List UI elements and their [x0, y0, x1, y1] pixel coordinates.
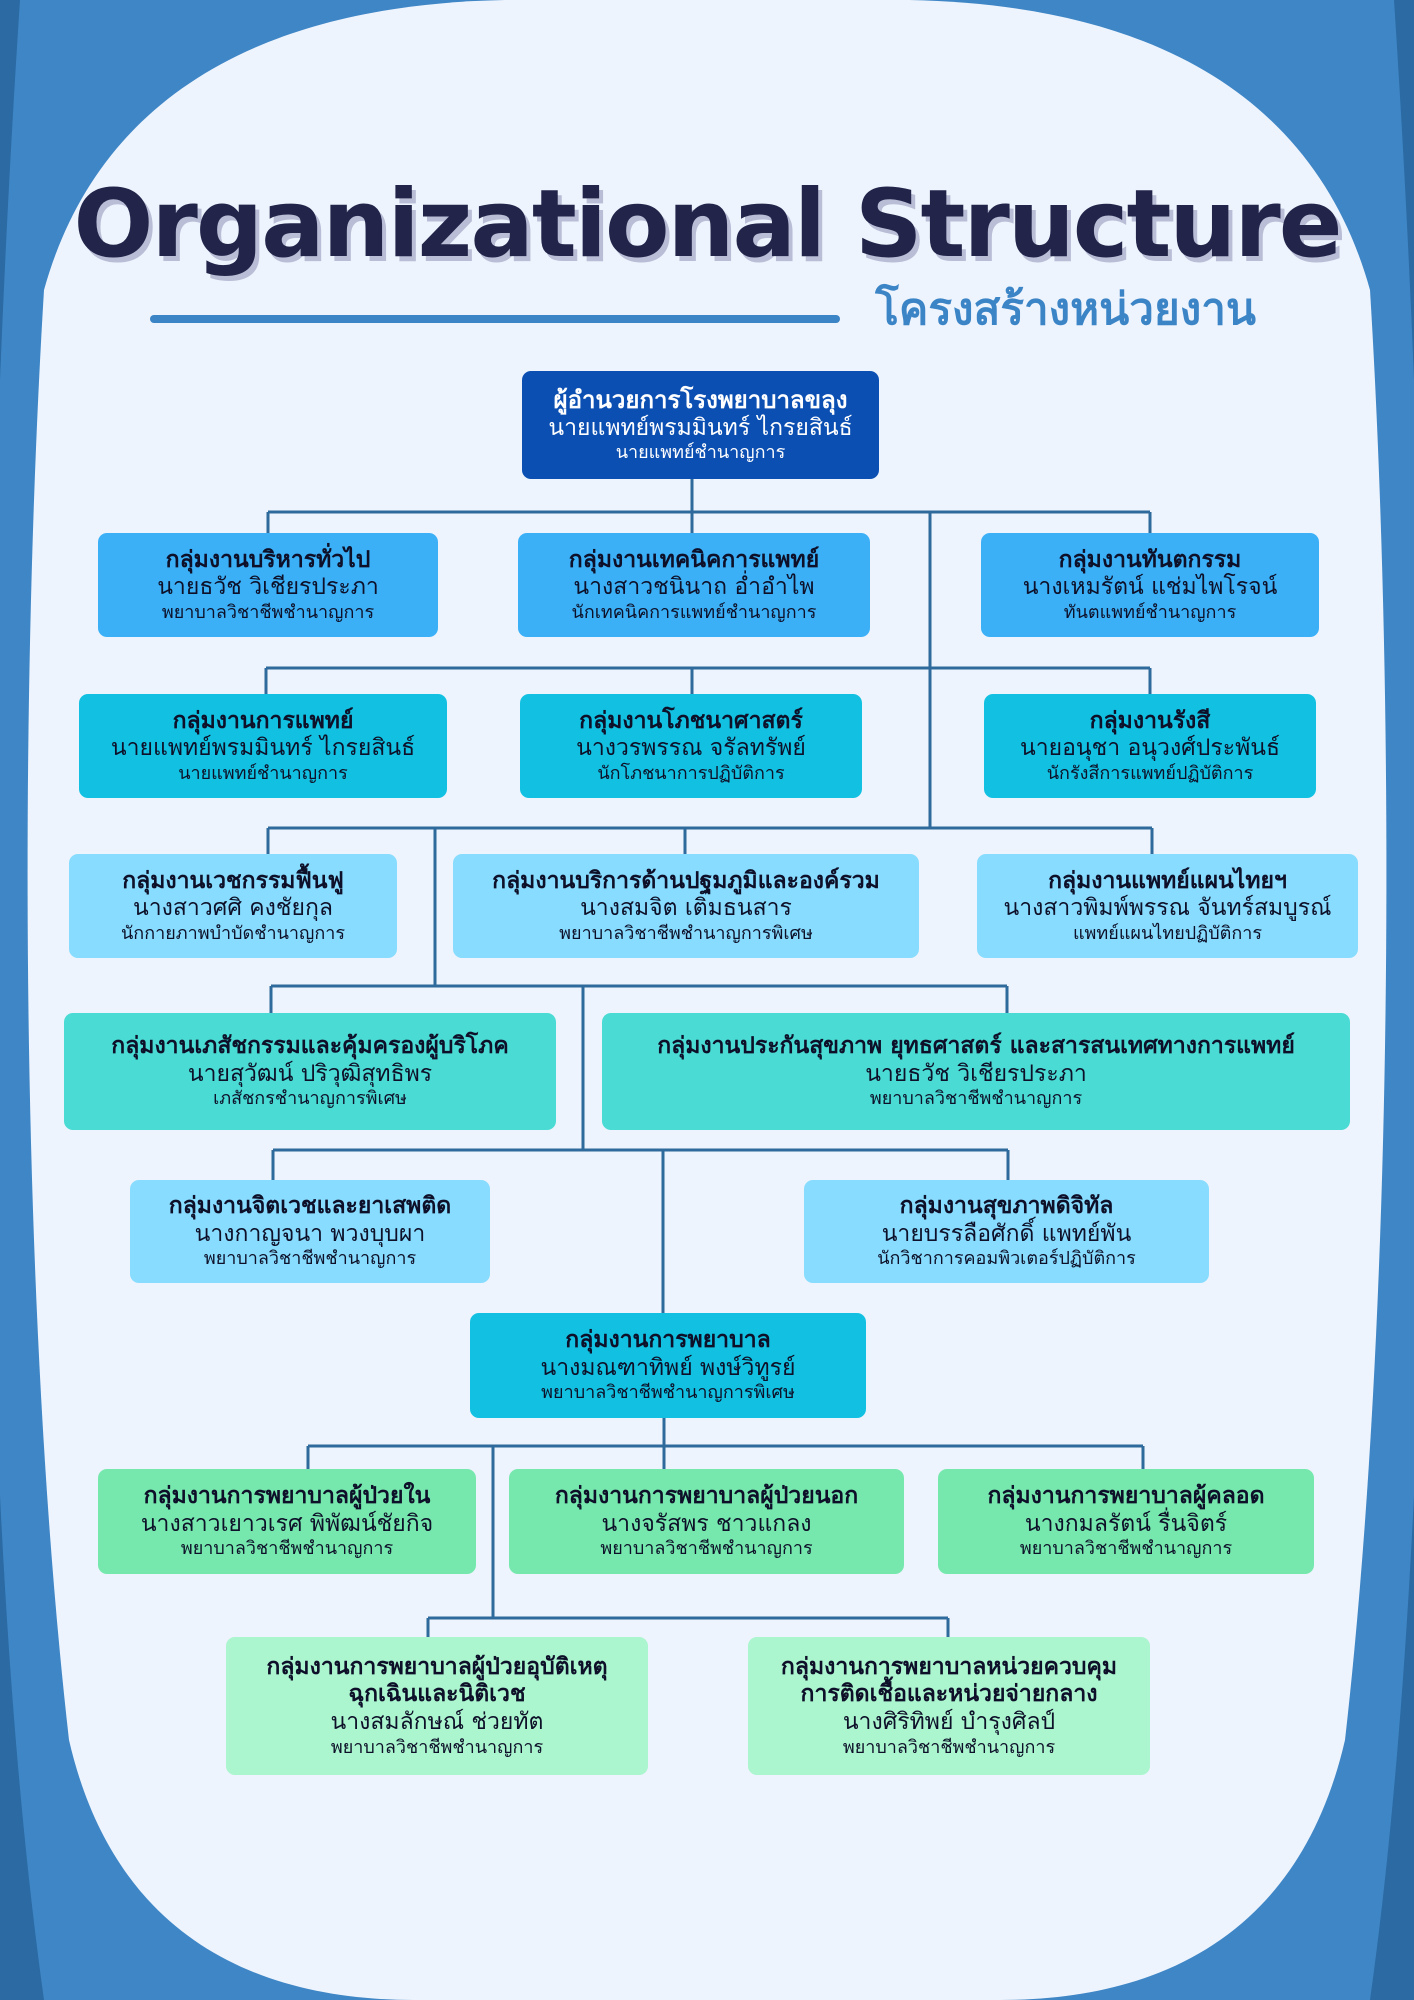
group-label: กลุ่มงานโภชนาศาสตร์	[579, 707, 803, 734]
position-title: พยาบาลวิชาชีพชำนาญการ	[203, 1248, 417, 1270]
person-name: นายธวัช วิเชียรประภา	[865, 1060, 1087, 1087]
org-node-psychiatry: กลุ่มงานจิตเวชและยาเสพติด นางกาญจนา พวงบ…	[130, 1180, 490, 1283]
person-name: นางกมลรัตน์ รื่นจิตร์	[1024, 1510, 1228, 1537]
org-node-thai-medicine: กลุ่มงานแพทย์แผนไทยฯ นางสาวพิมพ์พรรณ จัน…	[977, 854, 1358, 958]
person-name: นางเหมรัตน์ แช่มไพโรจน์	[1022, 574, 1278, 601]
org-node-medical: กลุ่มงานการแพทย์ นายแพทย์พรมมินทร์ ไกรยส…	[79, 694, 447, 798]
group-label-line-1: กลุ่มงานการพยาบาลหน่วยควบคุม	[780, 1653, 1118, 1680]
group-label: กลุ่มงานการพยาบาล	[565, 1327, 771, 1354]
position-title: พยาบาลวิชาชีพชำนาญการ	[161, 601, 375, 623]
person-name: นางวรพรรณ จรัลทรัพย์	[576, 735, 806, 762]
org-node-nursing: กลุ่มงานการพยาบาล นางมณฑาทิพย์ พงษ์วิทูร…	[470, 1313, 866, 1418]
group-label: กลุ่มงานรังสี	[1089, 707, 1211, 734]
person-name: นางสมลักษณ์ ช่วยทัต	[330, 1709, 544, 1735]
person-name: นางสาวพิมพ์พรรณ จันทร์สมบูรณ์	[1003, 895, 1332, 922]
group-label-line-2: การติดเชื้อและหน่วยจ่ายกลาง	[800, 1681, 1098, 1708]
position-title: นักรังสีการแพทย์ปฏิบัติการ	[1046, 762, 1254, 784]
position-title: แพทย์แผนไทยปฏิบัติการ	[1072, 922, 1263, 944]
org-node-digital-health: กลุ่มงานสุขภาพดิจิทัล นายบรรลือศักดิ์ แพ…	[804, 1180, 1209, 1283]
position-title: นักกายภาพบำบัดชำนาญการ	[121, 922, 345, 944]
person-name: นางสมจิต เติมธนสาร	[580, 895, 792, 922]
position-title: พยาบาลวิชาชีพชำนาญการ	[842, 1736, 1056, 1758]
position-title: นักเทคนิคการแพทย์ชำนาญการ	[571, 601, 817, 623]
group-label: กลุ่มงานสุขภาพดิจิทัล	[899, 1193, 1114, 1220]
org-node-insurance: กลุ่มงานประกันสุขภาพ ยุทธศาสตร์ และสารสน…	[602, 1013, 1350, 1130]
person-name: นายแพทย์พรมมินทร์ ไกรยสินธ์	[548, 414, 853, 441]
org-node-primary-care: กลุ่มงานบริการด้านปฐมภูมิและองค์รวม นางส…	[453, 854, 919, 958]
position-title: พยาบาลวิชาชีพชำนาญการพิเศษ	[559, 922, 813, 944]
position-title: พยาบาลวิชาชีพชำนาญการพิเศษ	[541, 1382, 795, 1404]
position-title: นายแพทย์ชำนาญการ	[615, 442, 786, 464]
person-name: นางมณฑาทิพย์ พงษ์วิทูรย์	[540, 1354, 796, 1381]
group-label: กลุ่มงานจิตเวชและยาเสพติด	[168, 1193, 452, 1220]
org-node-pharmacy: กลุ่มงานเภสัชกรรมและคุ้มครองผู้บริโภค นา…	[64, 1013, 556, 1130]
org-node-dental: กลุ่มงานทันตกรรม นางเหมรัตน์ แช่มไพโรจน์…	[981, 533, 1319, 637]
group-label: กลุ่มงานบริหารทั่วไป	[165, 546, 371, 573]
person-name: นางสาวศศิ คงชัยกุล	[133, 895, 333, 922]
group-label: ผู้อำนวยการโรงพยาบาลขลุง	[553, 386, 848, 414]
group-label: กลุ่มงานเทคนิคการแพทย์	[568, 546, 820, 573]
position-title: ทันตแพทย์ชำนาญการ	[1063, 601, 1237, 623]
position-title: พยาบาลวิชาชีพชำนาญการ	[1019, 1538, 1233, 1560]
title-underline	[150, 315, 840, 323]
group-label-line-1: กลุ่มงานการพยาบาลผู้ป่วยอุบัติเหตุ	[266, 1653, 608, 1680]
position-title: พยาบาลวิชาชีพชำนาญการ	[180, 1538, 394, 1560]
org-node-emergency: กลุ่มงานการพยาบาลผู้ป่วยอุบัติเหตุ ฉุกเฉ…	[226, 1637, 648, 1775]
group-label: กลุ่มงานทันตกรรม	[1058, 546, 1242, 573]
person-name: นายอนุชา อนุวงศ์ประพันธ์	[1020, 735, 1280, 762]
group-label-line-2: ฉุกเฉินและนิติเวช	[348, 1681, 526, 1708]
person-name: นายบรรลือศักดิ์ แพทย์พัน	[881, 1220, 1132, 1247]
person-name: นางจรัสพร ชาวแกลง	[601, 1510, 812, 1537]
person-name: นางกาญจนา พวงบุบผา	[194, 1220, 426, 1247]
position-title: พยาบาลวิชาชีพชำนาญการ	[600, 1538, 813, 1560]
page-subtitle: โครงสร้างหน่วยงาน	[875, 284, 1256, 335]
org-node-director: ผู้อำนวยการโรงพยาบาลขลุง นายแพทย์พรมมินท…	[522, 371, 879, 479]
person-name: นายแพทย์พรมมินทร์ ไกรยสินธ์	[110, 735, 416, 762]
org-node-infection-control: กลุ่มงานการพยาบาลหน่วยควบคุม การติดเชื้อ…	[748, 1637, 1150, 1775]
org-node-rehab: กลุ่มงานเวชกรรมฟื้นฟู นางสาวศศิ คงชัยกุล…	[69, 854, 397, 958]
group-label: กลุ่มงานเวชกรรมฟื้นฟู	[122, 867, 344, 894]
org-node-nutrition: กลุ่มงานโภชนาศาสตร์ นางวรพรรณ จรัลทรัพย์…	[520, 694, 862, 798]
org-node-maternity: กลุ่มงานการพยาบาลผู้คลอด นางกมลรัตน์ รื่…	[938, 1469, 1314, 1574]
group-label: กลุ่มงานบริการด้านปฐมภูมิและองค์รวม	[492, 867, 880, 894]
position-title: นักโภชนาการปฏิบัติการ	[597, 762, 785, 784]
position-title: เภสัชกรชำนาญการพิเศษ	[213, 1088, 407, 1110]
org-node-radiology: กลุ่มงานรังสี นายอนุชา อนุวงศ์ประพันธ์ น…	[984, 694, 1316, 798]
position-title: พยาบาลวิชาชีพชำนาญการ	[330, 1736, 544, 1758]
person-name: นายธวัช วิเชียรประภา	[157, 574, 379, 601]
person-name: นางศิริทิพย์ บำรุงศิลป์	[842, 1709, 1056, 1735]
org-node-inpatient: กลุ่มงานการพยาบาลผู้ป่วยใน นางสาวเยาวเรศ…	[98, 1469, 476, 1574]
position-title: นักวิชาการคอมพิวเตอร์ปฏิบัติการ	[877, 1248, 1136, 1270]
group-label: กลุ่มงานแพทย์แผนไทยฯ	[1048, 867, 1287, 894]
person-name: นางสาวเยาวเรศ พิพัฒน์ชัยกิจ	[140, 1510, 434, 1537]
position-title: นายแพทย์ชำนาญการ	[178, 762, 348, 784]
position-title: พยาบาลวิชาชีพชำนาญการ	[869, 1088, 1083, 1110]
org-node-outpatient: กลุ่มงานการพยาบาลผู้ป่วยนอก นางจรัสพร ชา…	[509, 1469, 904, 1574]
person-name: นายสุวัฒน์ ปริวุฒิสุทธิพร	[187, 1060, 433, 1087]
org-node-general-admin: กลุ่มงานบริหารทั่วไป นายธวัช วิเชียรประภ…	[98, 533, 438, 637]
page-title: Organizational Structure	[73, 170, 1343, 279]
group-label: กลุ่มงานการพยาบาลผู้ป่วยใน	[143, 1483, 431, 1510]
group-label: กลุ่มงานประกันสุขภาพ ยุทธศาสตร์ และสารสน…	[657, 1033, 1295, 1060]
person-name: นางสาวชนินาถ อ่ำอำไพ	[573, 574, 815, 601]
group-label: กลุ่มงานเภสัชกรรมและคุ้มครองผู้บริโภค	[111, 1033, 509, 1060]
org-node-medical-tech: กลุ่มงานเทคนิคการแพทย์ นางสาวชนินาถ อ่ำอ…	[518, 533, 870, 637]
group-label: กลุ่มงานการแพทย์	[172, 707, 354, 734]
group-label: กลุ่มงานการพยาบาลผู้ป่วยนอก	[554, 1483, 859, 1510]
group-label: กลุ่มงานการพยาบาลผู้คลอด	[987, 1483, 1265, 1510]
